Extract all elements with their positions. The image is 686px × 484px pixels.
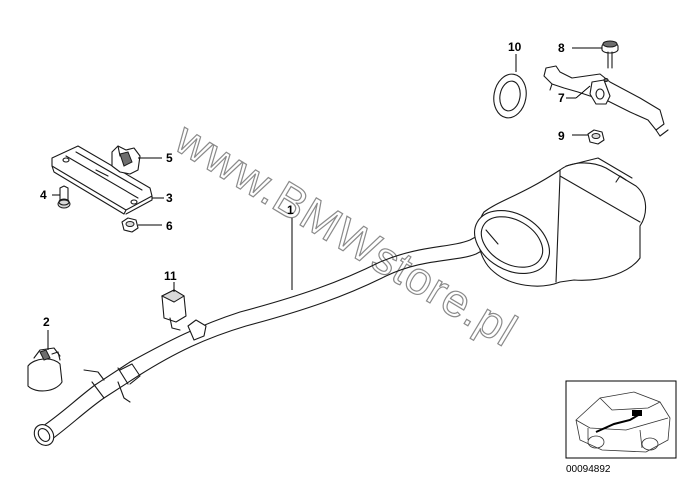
leader-lines [47, 47, 602, 350]
callout-8: 8 [558, 41, 565, 55]
callout-11: 11 [164, 269, 177, 283]
callout-5: 5 [166, 151, 173, 165]
mounting-bracket-plate[interactable] [51, 145, 153, 215]
callout-7: 7 [558, 91, 565, 105]
watermark: www.BMWstore.pl [166, 111, 526, 356]
callout-10: 10 [508, 40, 522, 54]
pipe-rubber-mount[interactable] [160, 289, 187, 331]
hex-nut-6[interactable] [121, 217, 139, 233]
hex-nut-9[interactable] [587, 129, 605, 145]
callout-1: 1 [287, 203, 294, 217]
bolt[interactable] [57, 185, 71, 209]
vehicle-location-thumbnail [565, 380, 677, 459]
exhaust-pipe-with-muffler[interactable] [30, 157, 647, 449]
gasket-ring[interactable] [490, 72, 529, 121]
rubber-mount[interactable] [111, 145, 141, 175]
callout-4: 4 [40, 188, 47, 202]
callout-2: 2 [43, 315, 50, 329]
hanger-bracket[interactable] [543, 65, 669, 137]
exhaust-clamp[interactable] [26, 347, 63, 393]
callout-9: 9 [558, 129, 565, 143]
callout-6: 6 [166, 219, 173, 233]
callout-3: 3 [166, 191, 173, 205]
rubber-grommet[interactable] [601, 40, 619, 69]
diagram-id: 00094892 [566, 464, 611, 475]
